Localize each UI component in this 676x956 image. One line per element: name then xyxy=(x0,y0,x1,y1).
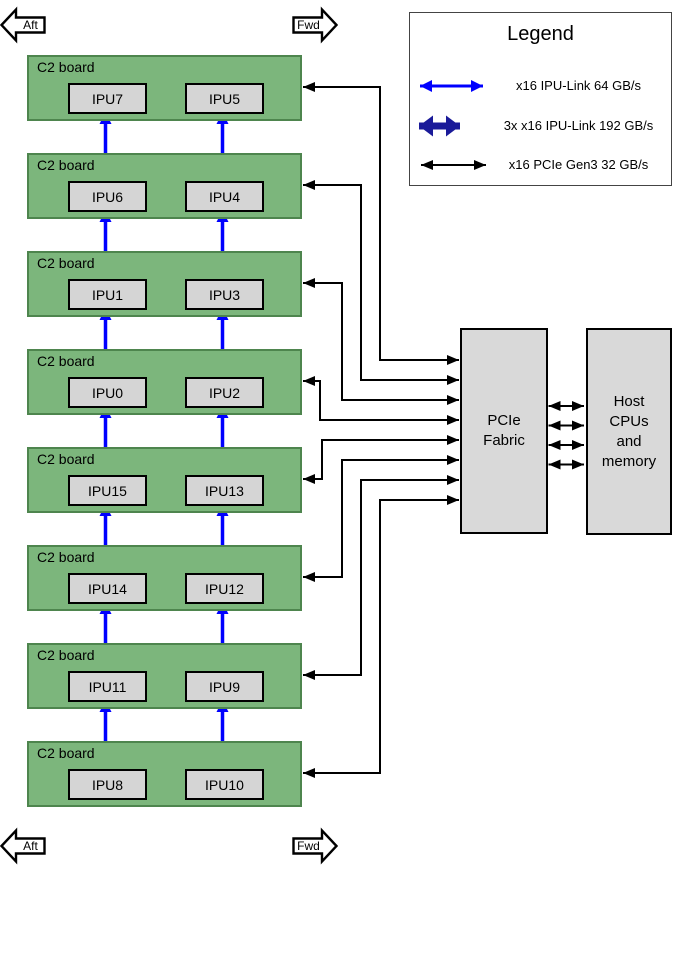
ipu-label: IPU13 xyxy=(205,482,244,499)
legend-item-pcie: x16 PCIe Gen3 32 GB/s xyxy=(410,152,671,178)
ipu-box-ipu11: IPU11 xyxy=(68,671,147,702)
c2-board-1: C2 board IPU7 IPU5 xyxy=(27,55,302,121)
board-label: C2 board xyxy=(37,647,95,663)
ipu-box-ipu1: IPU1 xyxy=(68,279,147,310)
ipu-label: IPU4 xyxy=(208,188,241,205)
pcie-link-board4 xyxy=(303,376,459,425)
aft-marker-top: Aft xyxy=(0,6,46,44)
pcie-links xyxy=(303,82,459,778)
ipu-box-ipu7: IPU7 xyxy=(68,83,147,114)
ipu-link-arrow-icon xyxy=(420,80,483,92)
c2-board-8: C2 board IPU8 IPU10 xyxy=(27,741,302,807)
ipu-label: IPU11 xyxy=(88,678,127,695)
board-label: C2 board xyxy=(37,549,95,565)
fwd-marker-top: Fwd xyxy=(292,6,338,44)
board-label: C2 board xyxy=(37,59,95,75)
legend-item-label: x16 PCIe Gen3 32 GB/s xyxy=(508,157,649,172)
ipu-box-ipu13: IPU13 xyxy=(185,475,264,506)
pcie-fabric-label: PCIe Fabric xyxy=(483,412,525,449)
ipu-label: IPU1 xyxy=(91,286,124,303)
ipu-label: IPU6 xyxy=(91,188,124,205)
ipu-label: IPU15 xyxy=(88,482,127,499)
pcie-fabric-box: PCIe Fabric xyxy=(460,328,548,534)
ipu-label: IPU5 xyxy=(208,90,241,107)
c2-board-4: C2 board IPU0 IPU2 xyxy=(27,349,302,415)
ipu-link-3x-arrow-icon xyxy=(419,115,460,137)
ipu-box-ipu4: IPU4 xyxy=(185,181,264,212)
ipu-box-ipu3: IPU3 xyxy=(185,279,264,310)
ipu-box-ipu6: IPU6 xyxy=(68,181,147,212)
aft-label: Aft xyxy=(23,839,38,853)
ipu-label: IPU7 xyxy=(91,90,124,107)
ipu-label: IPU9 xyxy=(208,678,241,695)
c2-board-6: C2 board IPU14 IPU12 xyxy=(27,545,302,611)
c2-board-2: C2 board IPU6 IPU4 xyxy=(27,153,302,219)
ipu-box-ipu15: IPU15 xyxy=(68,475,147,506)
ipu-box-ipu14: IPU14 xyxy=(68,573,147,604)
legend-title: Legend xyxy=(507,23,574,45)
block-arrow-left-icon xyxy=(0,6,46,44)
legend-box: Legend x16 IPU-Link 64 GB/s 3x x16 IPU-L… xyxy=(409,12,672,186)
block-arrow-right-icon xyxy=(292,827,338,865)
fwd-label: Fwd xyxy=(297,18,320,32)
c2-board-7: C2 board IPU11 IPU9 xyxy=(27,643,302,709)
board-label: C2 board xyxy=(37,255,95,271)
ipu-label: IPU3 xyxy=(208,286,241,303)
pcie-link-board8 xyxy=(303,495,459,778)
block-arrow-left-icon xyxy=(0,827,46,865)
ipu-label: IPU14 xyxy=(88,580,127,597)
ipu-label: IPU8 xyxy=(91,776,124,793)
host-cpu-box: Host CPUs and memory xyxy=(586,328,672,535)
pcie-arrow-icon xyxy=(421,160,486,170)
ipu-box-ipu10: IPU10 xyxy=(185,769,264,800)
board-label: C2 board xyxy=(37,745,95,761)
legend-item-ipu-link-3x: 3x x16 IPU-Link 192 GB/s xyxy=(410,113,671,139)
ipu-box-ipu5: IPU5 xyxy=(185,83,264,114)
ipu-label: IPU10 xyxy=(205,776,244,793)
board-label: C2 board xyxy=(37,353,95,369)
fwd-label: Fwd xyxy=(297,839,320,853)
aft-marker-bottom: Aft xyxy=(0,827,46,865)
board-label: C2 board xyxy=(37,451,95,467)
aft-label: Aft xyxy=(23,18,38,32)
host-cpu-label: Host CPUs and memory xyxy=(601,392,657,470)
fwd-marker-bottom: Fwd xyxy=(292,827,338,865)
ipu-label: IPU2 xyxy=(208,384,241,401)
ipu-box-ipu2: IPU2 xyxy=(185,377,264,408)
legend-item-label: 3x x16 IPU-Link 192 GB/s xyxy=(503,118,654,133)
ipu-box-ipu8: IPU8 xyxy=(68,769,147,800)
fabric-host-links xyxy=(548,401,584,470)
legend-item-ipu-link: x16 IPU-Link 64 GB/s xyxy=(410,73,671,99)
ipu-label: IPU12 xyxy=(205,580,244,597)
ipu-box-ipu12: IPU12 xyxy=(185,573,264,604)
board-label: C2 board xyxy=(37,157,95,173)
c2-board-5: C2 board IPU15 IPU13 xyxy=(27,447,302,513)
c2-board-3: C2 board IPU1 IPU3 xyxy=(27,251,302,317)
ipu-box-ipu0: IPU0 xyxy=(68,377,147,408)
block-arrow-right-icon xyxy=(292,6,338,44)
ipu-box-ipu9: IPU9 xyxy=(185,671,264,702)
ipu-label: IPU0 xyxy=(91,384,124,401)
legend-item-label: x16 IPU-Link 64 GB/s xyxy=(516,78,641,93)
